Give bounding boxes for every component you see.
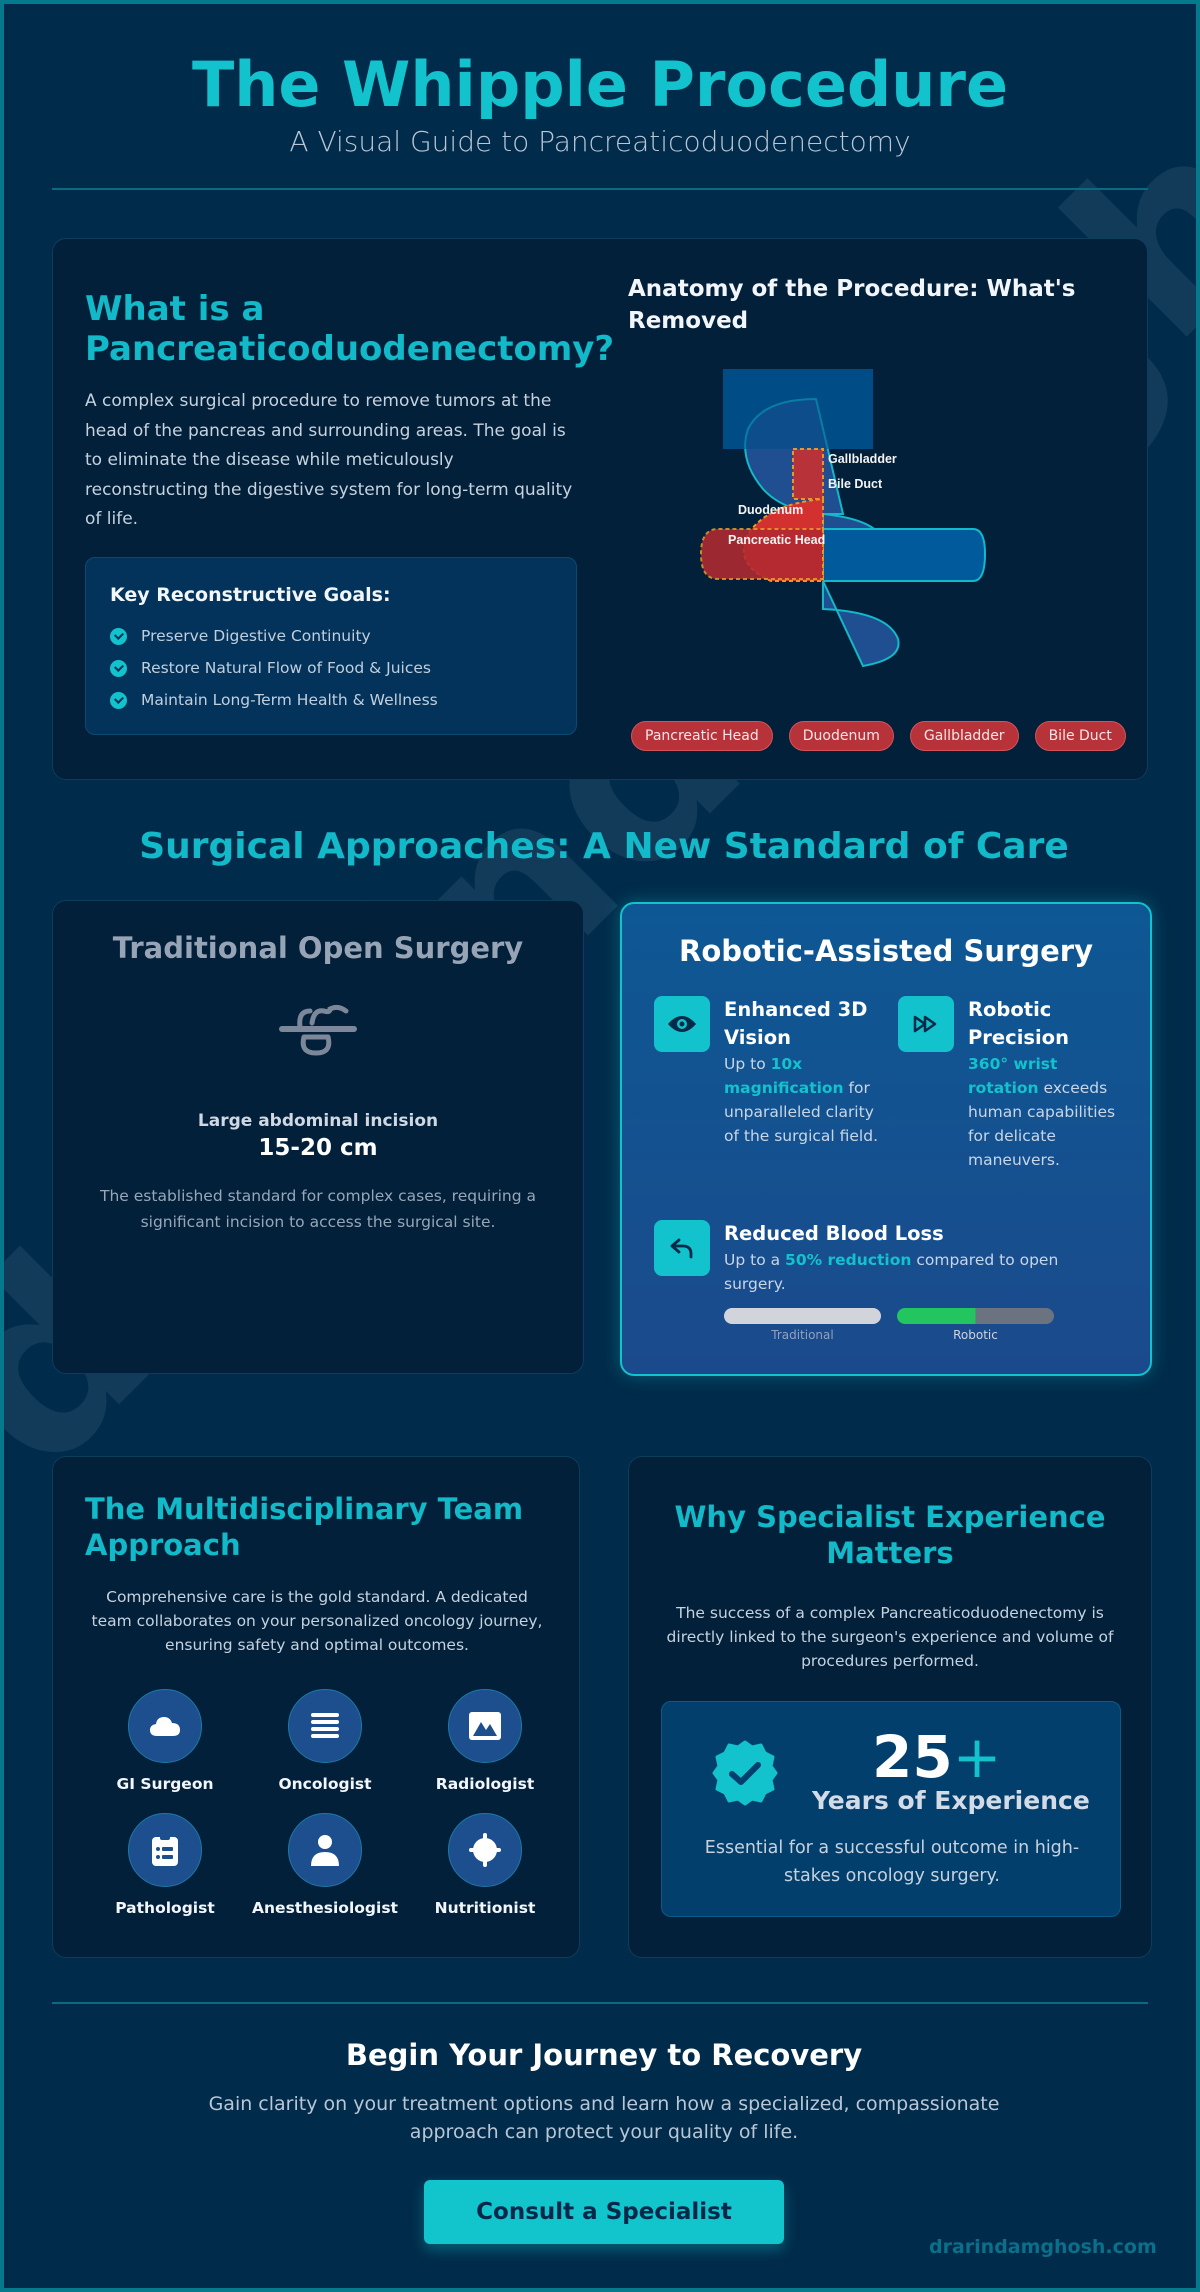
crosshair-icon <box>448 1813 522 1887</box>
page-header: The Whipple Procedure A Visual Guide to … <box>4 4 1196 158</box>
person-icon <box>288 1813 362 1887</box>
clipboard-icon <box>128 1813 202 1887</box>
experience-heading: Why Specialist Experience Matters <box>674 1500 1106 1570</box>
traditional-description: The established standard for complex cas… <box>100 1187 536 1231</box>
tag-duodenum: Duodenum <box>788 721 894 751</box>
image-icon <box>448 1689 522 1763</box>
member-pathologist: Pathologist <box>85 1813 245 1917</box>
member-radiologist: Radiologist <box>405 1689 565 1793</box>
goals-box: Key Reconstructive Goals: Preserve Diges… <box>85 557 577 735</box>
feature-title: Reduced Blood Loss <box>724 1222 944 1245</box>
cta-description: Gain clarity on your treatment options a… <box>208 2093 1000 2143</box>
page-title: The Whipple Procedure <box>191 48 1009 121</box>
duodenum-lower-shape <box>822 580 900 668</box>
intro-card: What is a Pancreaticoduodenectomy? A com… <box>52 238 1148 780</box>
experience-description: The success of a complex Pancreaticoduod… <box>666 1604 1114 1670</box>
goal-item: Preserve Digestive Continuity <box>110 620 552 652</box>
feature-description: Up to a 50% reduction compared to open s… <box>724 1251 1059 1293</box>
gallbladder-removed-shape <box>792 448 824 500</box>
feature-blood-loss: Reduced Blood Loss Up to a 50% reduction… <box>654 1220 1114 1342</box>
tag-gallbladder: Gallbladder <box>909 721 1019 751</box>
intro-description: A complex surgical procedure to remove t… <box>85 391 573 529</box>
pancreatic-head-removed-shape <box>699 528 824 580</box>
svg-text:Duodenum: Duodenum <box>738 503 803 517</box>
experience-label: Years of Experience <box>812 1786 1090 1815</box>
incision-size: 15-20 cm <box>258 1135 378 1161</box>
incision-label: Large abdominal incision <box>197 1111 439 1131</box>
cloud-icon <box>128 1689 202 1763</box>
anatomy-diagram: Gallbladder Bile Duct Duodenum Pancreati… <box>699 369 987 668</box>
svg-text:Pancreatic Head: Pancreatic Head <box>728 533 825 547</box>
experience-stat-description: Essential for a successful outcome in hi… <box>704 1838 1080 1886</box>
list-icon <box>288 1689 362 1763</box>
consult-specialist-button[interactable]: Consult a Specialist <box>424 2180 784 2244</box>
anatomy-heading: Anatomy of the Procedure: What's Removed <box>628 276 1076 334</box>
feature-title: Robotic Precision <box>968 998 1069 1049</box>
member-anesthesiologist: Anesthesiologist <box>245 1813 405 1917</box>
bar-traditional: Traditional <box>724 1308 881 1342</box>
goal-item: Maintain Long-Term Health & Wellness <box>110 684 552 716</box>
fast-forward-icon <box>898 996 954 1052</box>
intro-heading: What is a Pancreaticoduodenectomy? <box>85 289 615 369</box>
bar-robotic: Robotic <box>897 1308 1054 1342</box>
robotic-heading: Robotic-Assisted Surgery <box>679 934 1093 968</box>
feature-description: 360° wrist rotation exceeds human capabi… <box>968 1055 1116 1169</box>
approaches-section-title: Surgical Approaches: A New Standard of C… <box>139 826 1069 867</box>
page-subtitle: A Visual Guide to Pancreaticoduodenectom… <box>289 125 911 158</box>
member-oncologist: Oncologist <box>245 1689 405 1793</box>
page-frame: drarindamghosh.com The Whipple Procedure… <box>4 4 1196 2288</box>
check-circle-icon <box>110 627 127 645</box>
team-members: GI Surgeon Oncologist Radiologist <box>85 1689 565 1917</box>
feature-title: Enhanced 3D Vision <box>724 998 868 1049</box>
member-nutritionist: Nutritionist <box>405 1813 565 1917</box>
traditional-surgery-card: Traditional Open Surgery Large abdominal… <box>52 900 584 1374</box>
undo-arrow-icon <box>654 1220 710 1276</box>
divider <box>52 2002 1148 2004</box>
blood-loss-comparison: Traditional Robotic <box>724 1308 1114 1342</box>
cta-heading: Begin Your Journey to Recovery <box>345 2038 863 2072</box>
feature-robotic-precision: Robotic Precision 360° wrist rotation ex… <box>898 996 1128 1172</box>
goal-item: Restore Natural Flow of Food & Juices <box>110 652 552 684</box>
team-description: Comprehensive care is the gold standard.… <box>91 1588 543 1654</box>
divider <box>52 188 1148 190</box>
site-link[interactable]: drarindamghosh.com <box>929 2236 1157 2258</box>
tag-bile-duct: Bile Duct <box>1034 721 1126 751</box>
incision-icon <box>279 1004 357 1056</box>
team-card: The Multidisciplinary Team Approach Comp… <box>52 1456 580 1958</box>
goals-heading: Key Reconstructive Goals: <box>110 584 391 606</box>
tag-pancreatic-head: Pancreatic Head <box>631 721 773 751</box>
feature-description: Up to 10x magnification for unparalleled… <box>724 1055 879 1145</box>
eye-icon <box>654 996 710 1052</box>
experience-card: Why Specialist Experience Matters The su… <box>628 1456 1152 1958</box>
feature-3d-vision: Enhanced 3D Vision Up to 10x magnificati… <box>654 996 884 1148</box>
svg-text:Bile Duct: Bile Duct <box>828 477 883 491</box>
robotic-surgery-card: Robotic-Assisted Surgery Enhanced 3D Vis… <box>620 902 1152 1376</box>
check-circle-icon <box>110 659 127 677</box>
member-gi-surgeon: GI Surgeon <box>85 1689 245 1793</box>
experience-number: 25+ <box>872 1723 1002 1791</box>
experience-stat-box: 25+ Years of Experience Essential for a … <box>661 1701 1121 1917</box>
verified-badge-icon <box>712 1740 778 1806</box>
team-heading: The Multidisciplinary Team Approach <box>85 1492 524 1562</box>
traditional-heading: Traditional Open Surgery <box>112 931 524 965</box>
removed-tags: Pancreatic Head Duodenum Gallbladder Bil… <box>631 721 1126 751</box>
pancreas-body-shape <box>822 528 987 582</box>
svg-text:Gallbladder: Gallbladder <box>828 452 897 466</box>
check-circle-icon <box>110 691 127 709</box>
